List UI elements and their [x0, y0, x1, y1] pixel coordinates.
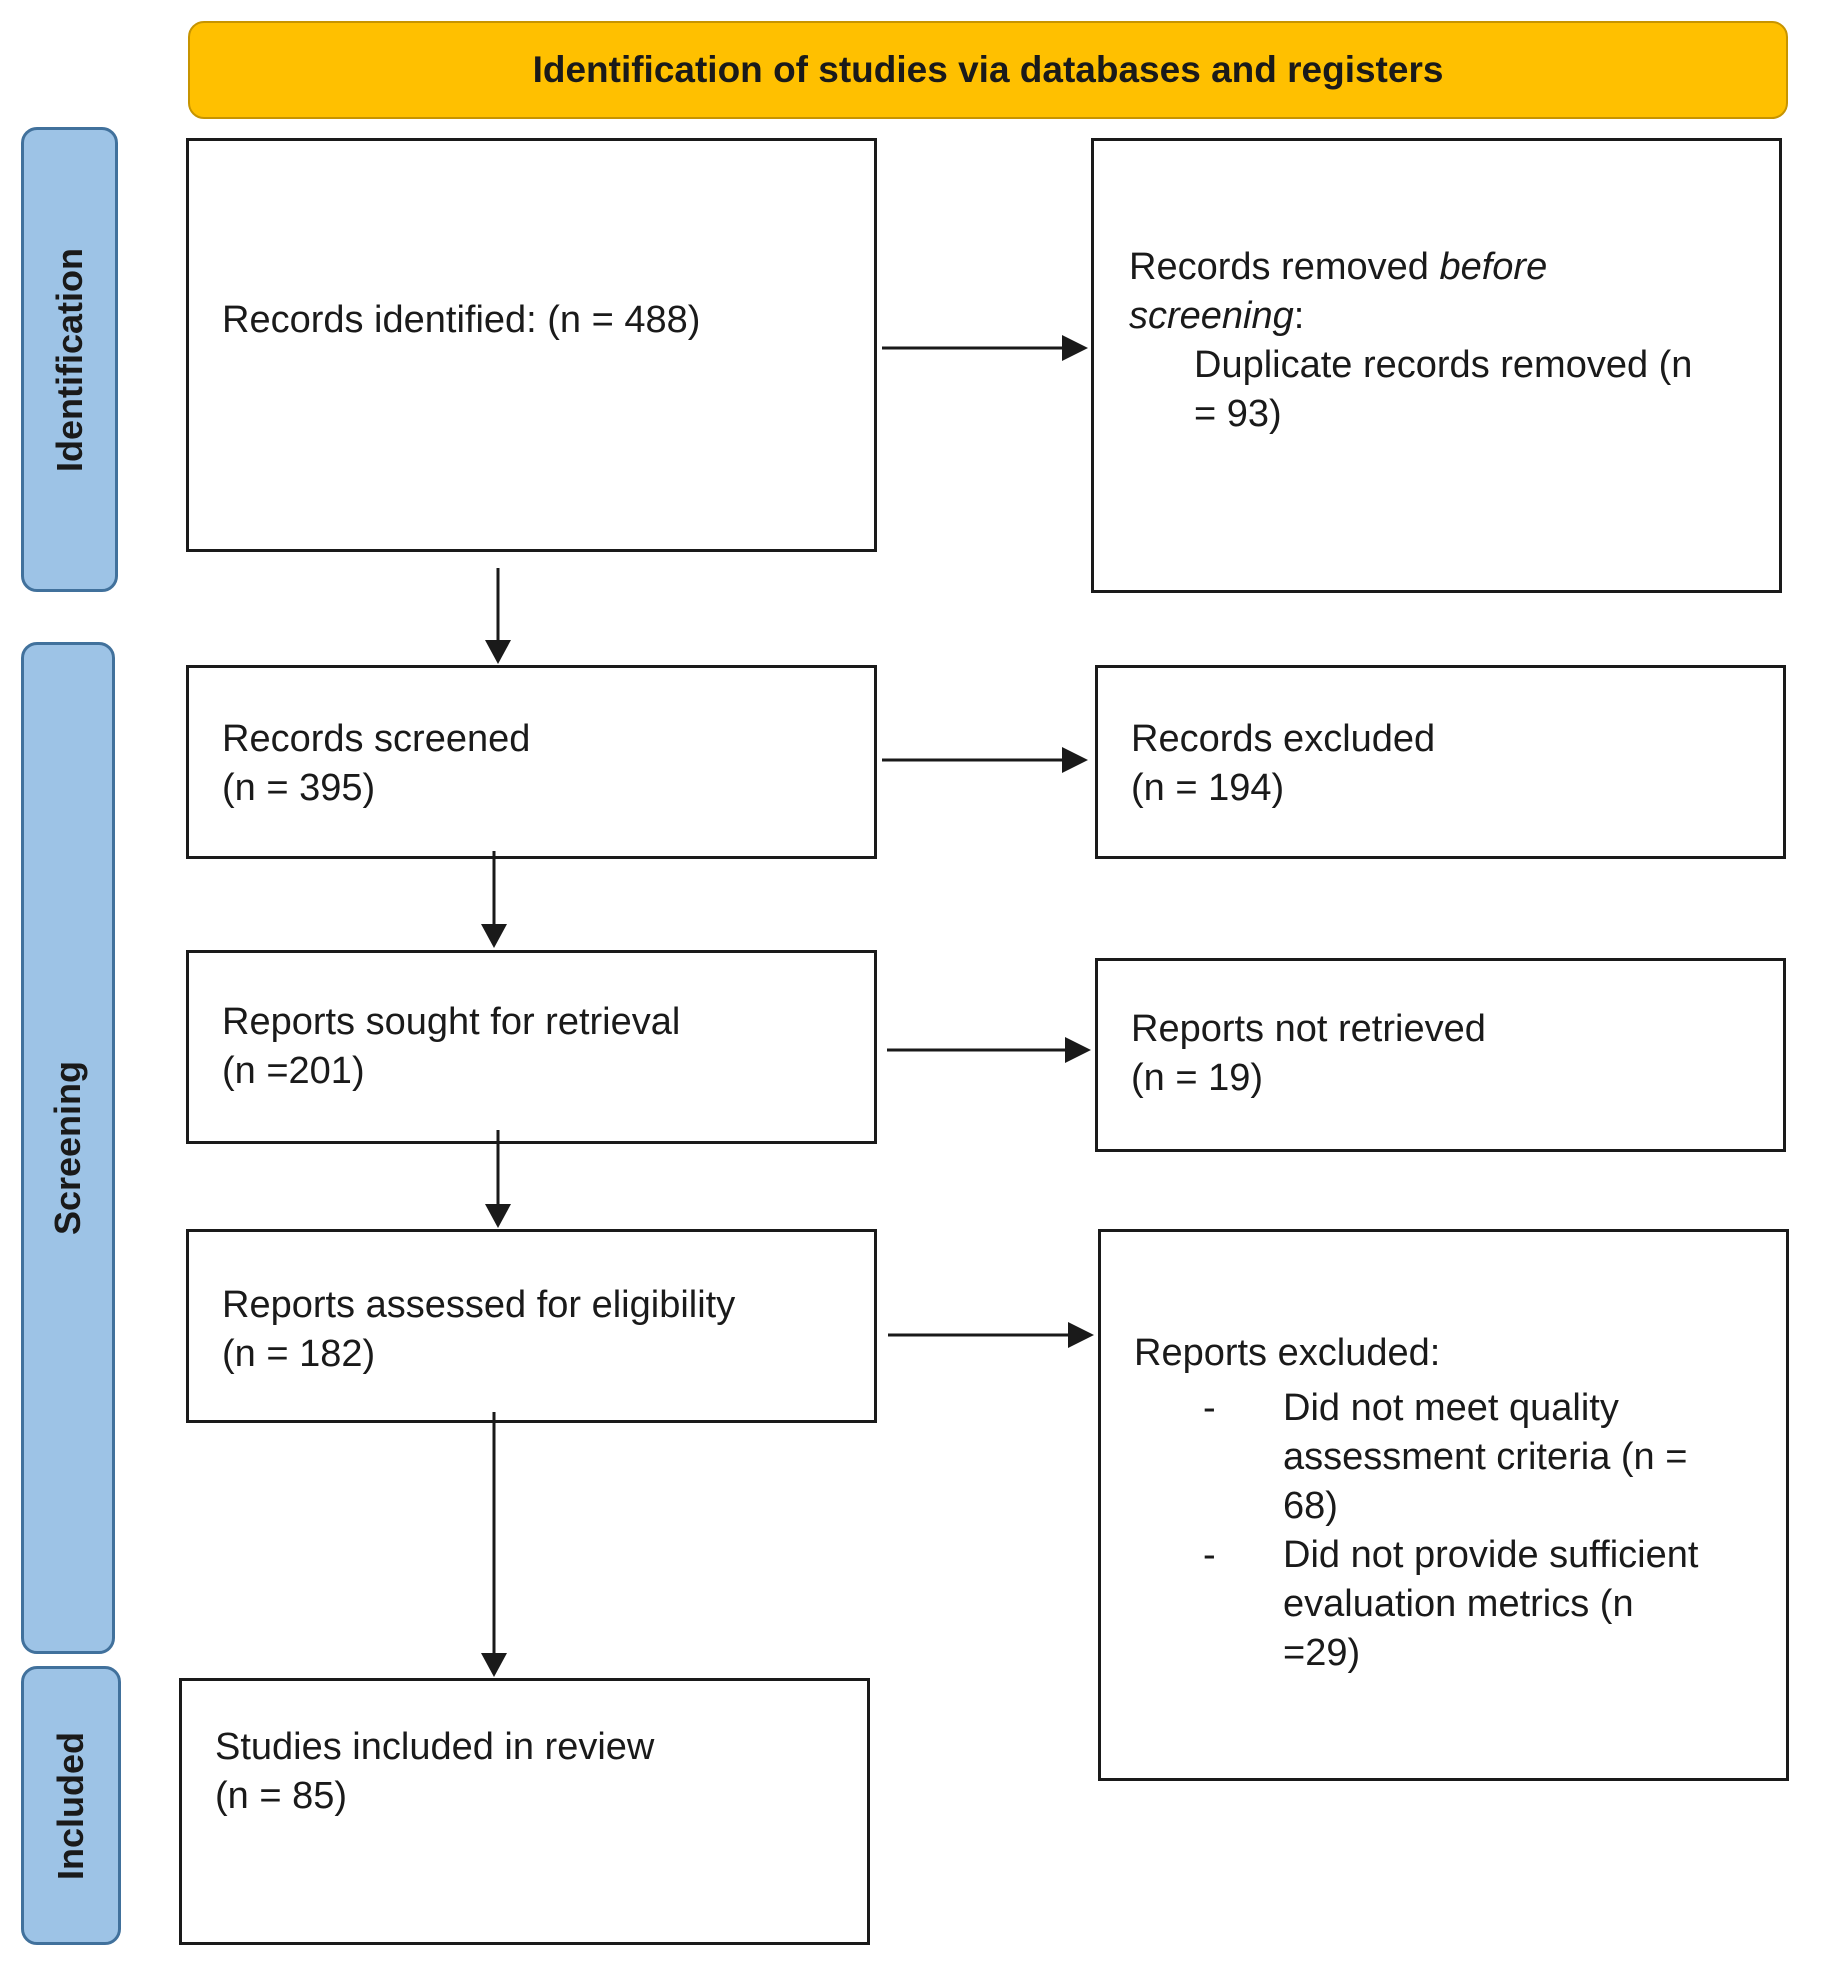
arrowhead-identified-to-screened: [485, 640, 511, 664]
records-removed-line1: Records removed: [1129, 246, 1440, 288]
exclusion-reason-2-line3: =29): [1283, 1632, 1361, 1674]
studies-included-line2: (n = 85): [215, 1775, 348, 1817]
arrowhead-identified-to-removed: [1062, 335, 1088, 361]
header-banner: Identification of studies via databases …: [188, 21, 1788, 119]
bullet-dash: -: [1203, 1534, 1216, 1576]
duplicate-records-line2: = 93): [1194, 393, 1282, 435]
records-removed-box: Records removed before screening: Duplic…: [1091, 138, 1782, 593]
exclusion-reason-1-line1: Did not meet quality: [1283, 1387, 1619, 1429]
reports-assessed-box: Reports assessed for eligibility (n = 18…: [186, 1229, 877, 1423]
exclusion-reason-item: - Did not meet quality assessment criter…: [1203, 1384, 1698, 1531]
records-removed-italic-before: before: [1439, 246, 1548, 288]
arrowhead-sought-to-not-retrieved: [1065, 1037, 1091, 1063]
duplicate-records-line1: Duplicate records removed (n: [1194, 344, 1693, 386]
reports-sought-line2: (n =201): [222, 1050, 365, 1092]
records-identified-text: Records identified: (n = 488): [222, 299, 701, 341]
records-excluded-box: Records excluded (n = 194): [1095, 665, 1786, 859]
bullet-dash: -: [1203, 1387, 1216, 1429]
reports-sought-box: Reports sought for retrieval (n =201): [186, 950, 877, 1144]
studies-included-box: Studies included in review (n = 85): [179, 1678, 870, 1945]
exclusion-reason-2-line1: Did not provide sufficient: [1283, 1534, 1699, 1576]
arrowhead-assessed-to-excluded: [1068, 1322, 1094, 1348]
reports-assessed-line1: Reports assessed for eligibility: [222, 1284, 736, 1326]
records-screened-line2: (n = 395): [222, 767, 376, 809]
reports-not-retrieved-line1: Reports not retrieved: [1131, 1008, 1486, 1050]
reports-excluded-title: Reports excluded:: [1134, 1332, 1441, 1374]
studies-included-line1: Studies included in review: [215, 1726, 655, 1768]
phase-identification: Identification: [21, 127, 118, 592]
reports-not-retrieved-box: Reports not retrieved (n = 19): [1095, 958, 1786, 1152]
phase-screening: Screening: [21, 642, 115, 1654]
records-identified-box: Records identified: (n = 488): [186, 138, 877, 552]
exclusion-reason-1-line2: assessment criteria (n =: [1283, 1436, 1688, 1478]
arrowhead-screened-to-sought: [481, 924, 507, 948]
records-excluded-line1: Records excluded: [1131, 718, 1436, 760]
exclusion-reason-item: - Did not provide sufficient evaluation …: [1203, 1531, 1699, 1678]
records-removed-italic-screening: screening: [1129, 295, 1294, 337]
header-title: Identification of studies via databases …: [532, 49, 1444, 90]
exclusion-reason-2-line2: evaluation metrics (n: [1283, 1583, 1634, 1625]
reports-excluded-box: Reports excluded: - Did not meet quality…: [1098, 1229, 1789, 1781]
arrowhead-screened-to-excluded: [1062, 747, 1088, 773]
reports-assessed-line2: (n = 182): [222, 1333, 376, 1375]
records-removed-text: Records removed before screening: Duplic…: [1129, 243, 1692, 439]
reports-sought-line1: Reports sought for retrieval: [222, 1001, 681, 1043]
records-screened-box: Records screened (n = 395): [186, 665, 877, 859]
arrowhead-assessed-to-included: [481, 1653, 507, 1677]
records-screened-line1: Records screened: [222, 718, 531, 760]
records-excluded-line2: (n = 194): [1131, 767, 1285, 809]
phase-included: Included: [21, 1666, 121, 1945]
reports-not-retrieved-line2: (n = 19): [1131, 1057, 1264, 1099]
exclusion-reason-1-line3: 68): [1283, 1485, 1338, 1527]
records-removed-colon: :: [1293, 295, 1305, 337]
duplicate-records-item: Duplicate records removed (n = 93): [1129, 341, 1692, 439]
arrowhead-sought-to-assessed: [485, 1204, 511, 1228]
